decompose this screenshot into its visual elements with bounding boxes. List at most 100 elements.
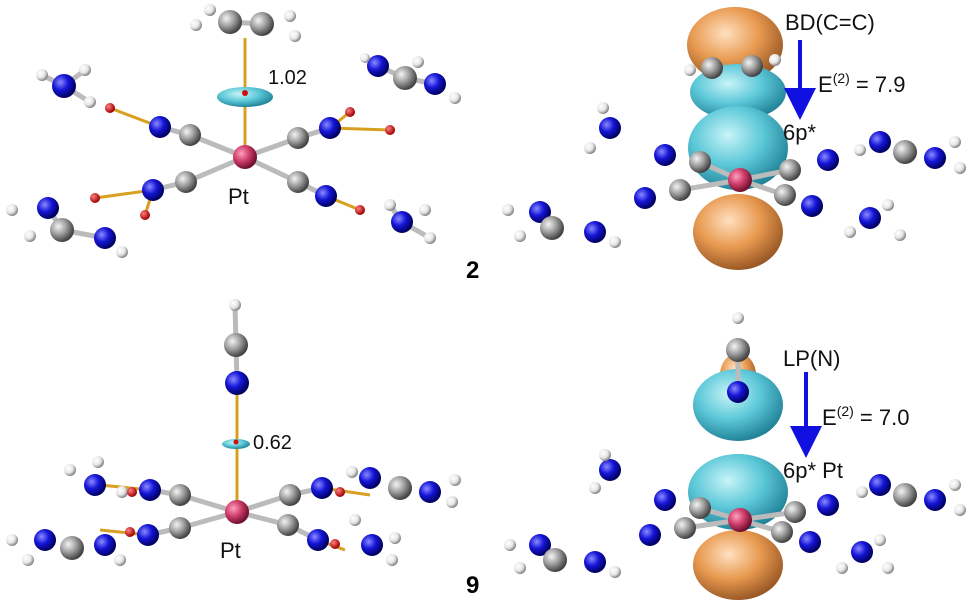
atom: [84, 96, 96, 108]
distance-label: 1.02: [268, 67, 307, 89]
atom: [727, 381, 749, 403]
atom: [175, 171, 197, 193]
atom: [654, 144, 676, 166]
bond-critical-point-disk: [217, 87, 273, 107]
atom: [315, 185, 337, 207]
atoms: [6, 4, 461, 258]
platinum-label: Pt: [220, 538, 241, 563]
atom: [424, 232, 436, 244]
atom: [529, 534, 551, 556]
atom: [609, 566, 621, 578]
atom: [924, 147, 946, 169]
panel-9-structure: 0.62 Pt 9: [6, 299, 479, 599]
atom: [609, 236, 621, 248]
atom: [127, 487, 137, 497]
atom: [669, 179, 691, 201]
atom: [949, 136, 961, 148]
atom: [540, 216, 564, 240]
atom: [869, 474, 891, 496]
atom: [954, 504, 966, 516]
atom: [874, 534, 886, 546]
atom: [307, 529, 329, 551]
acceptor-orbital-label: 6p* Pt: [783, 458, 843, 483]
atom: [6, 204, 18, 216]
atom: [149, 116, 171, 138]
atom: [769, 54, 781, 66]
energy-label: E(2) = 7.0: [822, 403, 909, 430]
orbital-lobe: [693, 530, 783, 600]
atom: [204, 4, 216, 16]
atom: [859, 207, 881, 229]
atom: [360, 53, 370, 63]
atom: [335, 487, 345, 497]
atom: [330, 539, 340, 549]
atom: [218, 10, 242, 34]
atom: [779, 159, 801, 181]
atom: [384, 199, 396, 211]
atom: [893, 140, 917, 164]
atom: [771, 521, 793, 543]
platinum-atom: [233, 145, 257, 169]
atom: [774, 184, 796, 206]
atom: [701, 57, 723, 79]
atom: [224, 333, 248, 357]
acceptor-orbital-label: 6p*: [783, 120, 816, 145]
atom: [386, 554, 398, 566]
atom: [225, 500, 249, 524]
atom: [37, 197, 59, 219]
atom: [233, 439, 239, 445]
atom: [388, 476, 412, 500]
atom: [287, 171, 309, 193]
atom: [799, 531, 821, 553]
atom: [367, 55, 389, 77]
atom: [169, 517, 191, 539]
atom: [24, 230, 36, 242]
compound-number: 2: [466, 257, 479, 284]
atom: [64, 464, 76, 476]
atom: [882, 562, 894, 574]
atom: [139, 479, 161, 501]
atom: [84, 474, 106, 496]
atom: [529, 201, 551, 223]
atom: [94, 227, 116, 249]
atom: [34, 529, 56, 551]
atom: [142, 179, 164, 201]
distance-label: 0.62: [253, 432, 292, 454]
atom: [949, 479, 961, 491]
atom: [79, 64, 91, 76]
atom: [599, 117, 621, 139]
atom: [504, 539, 516, 551]
atom: [543, 548, 567, 572]
atom: [229, 299, 241, 311]
atom: [90, 193, 100, 203]
atom: [882, 199, 894, 211]
atom: [589, 482, 601, 494]
atom: [741, 55, 763, 77]
donor-orbital-label: BD(C=C): [785, 10, 875, 35]
atom: [116, 486, 128, 498]
atom: [277, 514, 299, 536]
panel-2-structure: 1.02 Pt 2: [6, 4, 479, 284]
atom: [105, 103, 115, 113]
panel-2-orbital: BD(C=C) E(2) = 7.9 6p*: [502, 7, 966, 270]
atom: [599, 449, 611, 461]
orbital-lobe: [693, 369, 783, 441]
atom: [894, 229, 906, 241]
atom: [389, 532, 401, 544]
atom: [732, 312, 744, 324]
atom: [179, 124, 201, 146]
atom: [446, 496, 458, 508]
atom: [419, 481, 441, 503]
atom: [140, 210, 150, 220]
atom: [817, 494, 839, 516]
atom: [250, 12, 274, 36]
atom: [36, 69, 48, 81]
orbital-lobe-negative: [693, 194, 783, 270]
atom: [345, 107, 355, 117]
atom: [289, 30, 301, 42]
atom: [654, 489, 676, 511]
atom: [689, 497, 711, 519]
atoms: [6, 299, 461, 566]
